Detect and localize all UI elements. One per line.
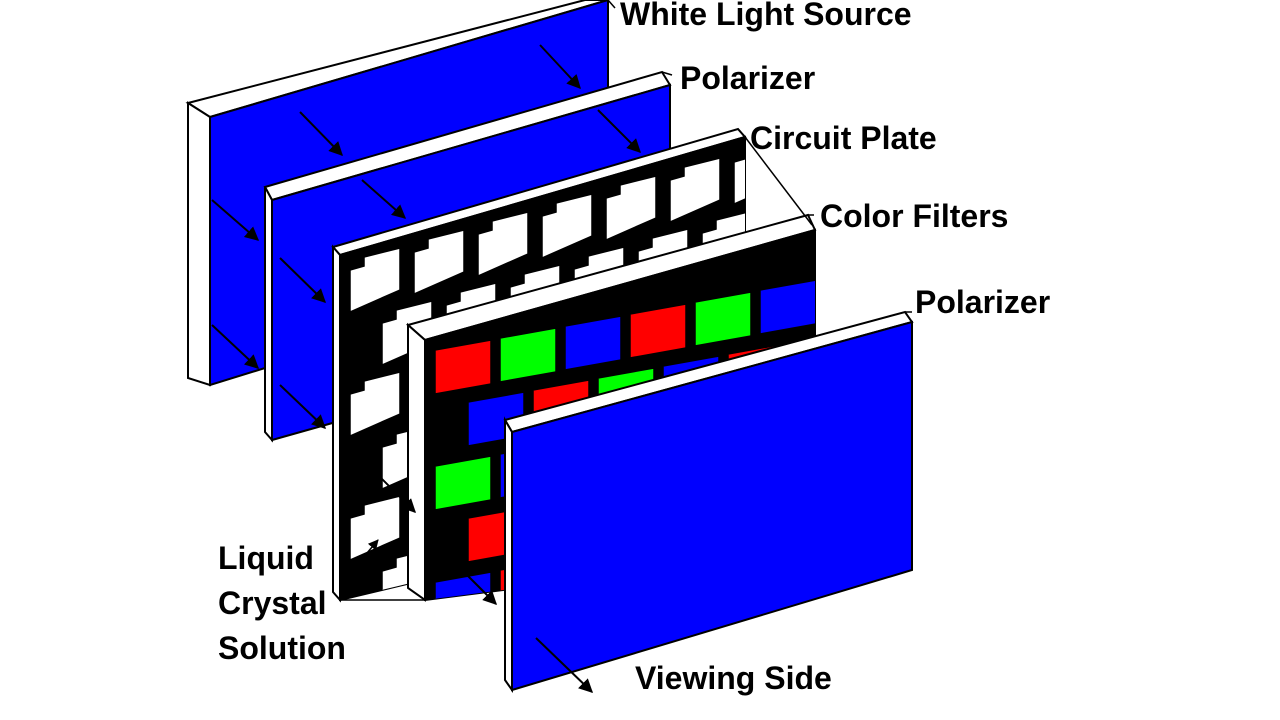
label-viewing-side: Viewing Side xyxy=(635,660,832,696)
light-arrow xyxy=(279,257,327,303)
color-filter-cell-red xyxy=(434,339,492,395)
light-arrow xyxy=(539,44,581,90)
white-light-source-side-edge xyxy=(187,101,211,387)
circuit-cell xyxy=(349,247,401,314)
label-liquid-crystal-solution: Liquid Crystal Solution xyxy=(218,536,346,671)
light-arrow xyxy=(439,547,497,605)
leader-white-light-source xyxy=(607,0,616,9)
circuit-cell xyxy=(349,371,401,438)
front-polarizer-face xyxy=(511,320,913,692)
light-path-arrows xyxy=(211,44,641,693)
back-polarizer-side-edge xyxy=(264,186,273,443)
label-front-polarizer: Polarizer xyxy=(915,284,1051,320)
color-filter-cell-green xyxy=(434,455,492,511)
light-arrow xyxy=(361,179,407,219)
label-crystal-line: Crystal xyxy=(218,585,327,621)
color-filter-cell-blue xyxy=(434,571,492,600)
leader-back-polarizer xyxy=(661,71,673,76)
circuit-cell xyxy=(477,211,529,278)
light-arrow xyxy=(597,109,641,153)
circuit-cell xyxy=(733,139,745,206)
light-arrow xyxy=(211,324,260,369)
label-circuit-plate: Circuit Plate xyxy=(750,120,937,156)
front-polarizer-panel xyxy=(503,310,914,694)
front-polarizer-side-edge xyxy=(504,416,513,694)
light-arrow xyxy=(364,461,416,513)
label-color-filters: Color Filters xyxy=(820,198,1009,234)
leader-circuit-plate-edge xyxy=(744,136,813,226)
circuit-cell xyxy=(605,175,657,242)
light-arrow xyxy=(299,111,343,157)
color-filter-cell-red xyxy=(629,303,687,359)
leader-circuit-plate xyxy=(737,128,746,138)
label-back-polarizer: Polarizer xyxy=(680,60,816,96)
color-filter-cell-green xyxy=(499,327,557,383)
light-arrow xyxy=(279,384,327,429)
label-liquid-line: Liquid xyxy=(218,540,314,576)
label-white-light-source: White Light Source xyxy=(620,0,912,32)
circuit-cell xyxy=(413,229,465,296)
label-leader-lines xyxy=(339,0,912,601)
label-solution-line: Solution xyxy=(218,630,346,666)
light-arrow xyxy=(211,199,260,241)
color-filter-cell-blue xyxy=(564,315,622,371)
color-filter-cell-green xyxy=(694,291,752,347)
color-filters-side-edge xyxy=(407,322,426,602)
light-arrow xyxy=(535,637,594,693)
circuit-cell xyxy=(541,193,593,260)
leader-liquid-crystal xyxy=(339,539,379,586)
circuit-cell xyxy=(669,157,721,224)
color-filter-cell-blue xyxy=(759,279,815,335)
